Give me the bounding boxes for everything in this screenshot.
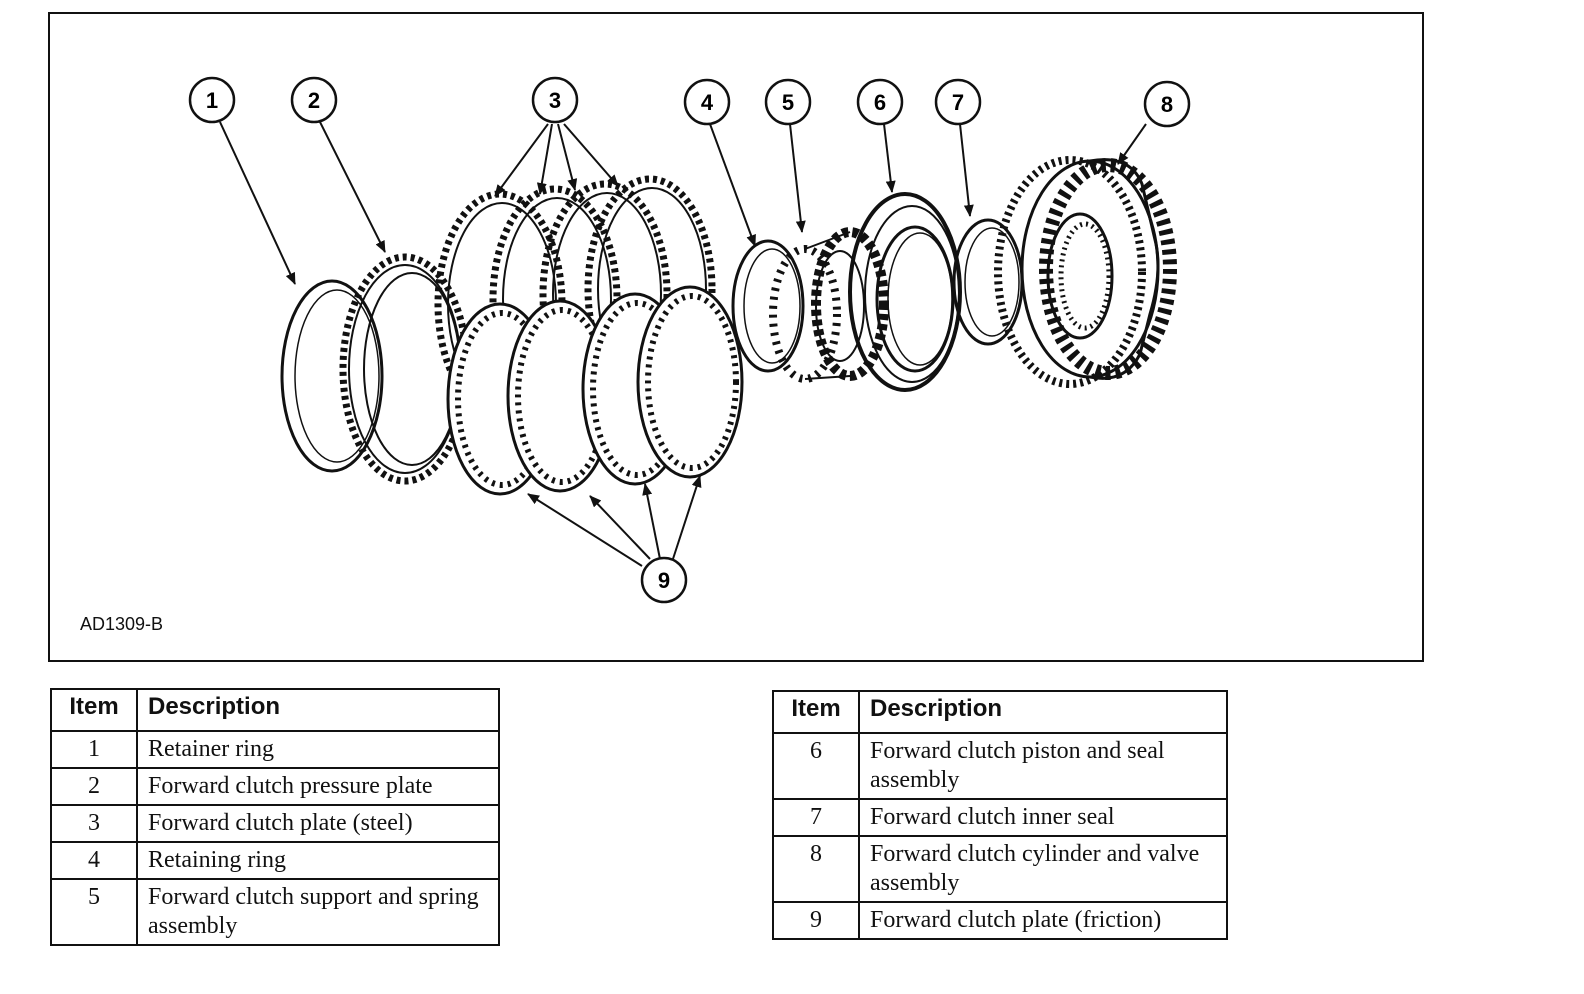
svg-text:4: 4 (701, 90, 714, 115)
item-description: Retainer ring (136, 730, 500, 769)
item-header: Item (50, 688, 138, 732)
description-header: Description (136, 688, 500, 732)
callout-7: 7 (934, 78, 982, 126)
exploded-diagram-frame: 1 2 3 4 5 6 7 8 (48, 12, 1424, 662)
item-description: Forward clutch inner seal (858, 798, 1228, 837)
table-row: 5 Forward clutch support and spring asse… (50, 878, 500, 946)
support-spring-assembly-part (769, 227, 889, 383)
description-header: Description (858, 690, 1228, 734)
table-row: 2 Forward clutch pressure plate (50, 767, 500, 806)
item-description: Forward clutch pressure plate (136, 767, 500, 806)
item-header: Item (772, 690, 860, 734)
callout-4: 4 (683, 78, 731, 126)
figure-code: AD1309-B (80, 614, 164, 634)
leader-lines (219, 121, 1147, 567)
callout-3: 3 (531, 76, 579, 124)
table-row: 4 Retaining ring (50, 841, 500, 880)
friction-plates-part (446, 285, 744, 496)
callout-8: 8 (1143, 80, 1191, 128)
svg-text:9: 9 (658, 568, 670, 593)
table-row: 1 Retainer ring (50, 730, 500, 769)
item-description: Forward clutch plate (friction) (858, 901, 1228, 940)
cylinder-valve-assembly-part (994, 156, 1177, 388)
retaining-ring-part (731, 239, 805, 373)
callout-2: 2 (290, 76, 338, 124)
table-row: 7 Forward clutch inner seal (772, 798, 1228, 837)
inner-seal-part (952, 218, 1024, 346)
item-number: 2 (50, 767, 138, 806)
item-number: 7 (772, 798, 860, 837)
svg-text:2: 2 (308, 88, 320, 113)
table-row: 6 Forward clutch piston and seal assembl… (772, 732, 1228, 800)
callout-5: 5 (764, 78, 812, 126)
table-row: 9 Forward clutch plate (friction) (772, 901, 1228, 940)
item-number: 5 (50, 878, 138, 946)
legend-table-left: Item Description 1 Retainer ring 2 Forwa… (50, 688, 500, 946)
table-row: 3 Forward clutch plate (steel) (50, 804, 500, 843)
item-number: 8 (772, 835, 860, 903)
item-number: 9 (772, 901, 860, 940)
table-row: 8 Forward clutch cylinder and valve asse… (772, 835, 1228, 903)
item-description: Forward clutch cylinder and valve assemb… (858, 835, 1228, 903)
item-description: Forward clutch plate (steel) (136, 804, 500, 843)
svg-text:8: 8 (1161, 92, 1173, 117)
svg-text:3: 3 (549, 88, 561, 113)
callout-1: 1 (188, 76, 236, 124)
item-number: 1 (50, 730, 138, 769)
table-header-row: Item Description (50, 688, 500, 732)
svg-text:6: 6 (874, 90, 886, 115)
svg-text:7: 7 (952, 90, 964, 115)
item-number: 4 (50, 841, 138, 880)
callout-6: 6 (856, 78, 904, 126)
svg-text:1: 1 (206, 88, 218, 113)
legend-table-right: Item Description 6 Forward clutch piston… (772, 690, 1228, 940)
item-description: Forward clutch piston and seal assembly (858, 732, 1228, 800)
svg-text:5: 5 (782, 90, 794, 115)
piston-seal-assembly-part (848, 192, 962, 392)
item-description: Forward clutch support and spring assemb… (136, 878, 500, 946)
retainer-ring-part (280, 279, 384, 473)
item-number: 3 (50, 804, 138, 843)
exploded-view-drawing: 1 2 3 4 5 6 7 8 (188, 76, 1191, 604)
item-description: Retaining ring (136, 841, 500, 880)
table-header-row: Item Description (772, 690, 1228, 734)
item-number: 6 (772, 732, 860, 800)
callout-9: 9 (640, 556, 688, 604)
